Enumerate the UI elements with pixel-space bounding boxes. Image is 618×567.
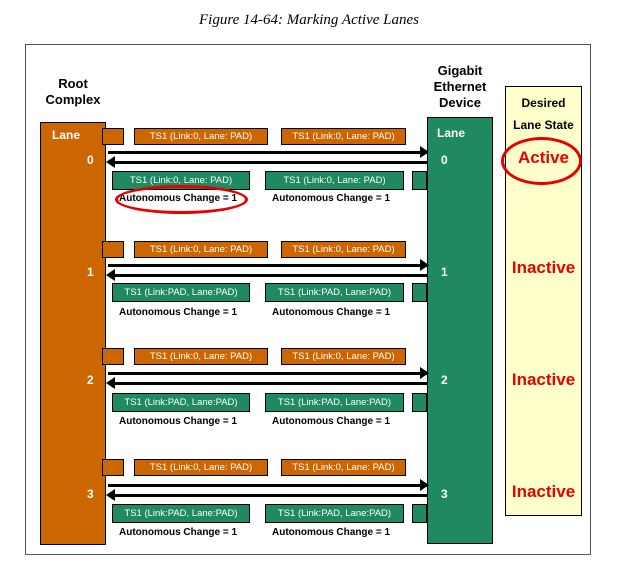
lane0-tx-partial-box <box>102 128 124 145</box>
lane0-rx-arrowhead <box>106 156 115 168</box>
lane1-tx-box-2: TS1 (Link:0, Lane: PAD) <box>281 241 406 258</box>
lane3-tx-box-2: TS1 (Link:0, Lane: PAD) <box>281 459 406 476</box>
lane1-rx-partial-box <box>412 283 427 302</box>
lane3-device-number: 3 <box>441 487 448 501</box>
lane2-autonomous-change-1: Autonomous Change = 1 <box>119 416 238 427</box>
lane0-autonomous-change-2: Autonomous Change = 1 <box>272 193 391 204</box>
lane1-tx-arrowhead <box>420 259 429 271</box>
lane3-tx-line <box>108 484 427 487</box>
device-title-line2: Ethernet <box>433 79 487 94</box>
lane0-rc-number: 0 <box>87 153 94 167</box>
lane3-rx-partial-box <box>412 504 427 523</box>
active-state-highlight-ellipse <box>501 137 582 185</box>
lane3-rx-arrowhead <box>106 489 115 501</box>
lane2-autonomous-change-2: Autonomous Change = 1 <box>272 416 391 427</box>
lane1-device-number: 1 <box>441 265 448 279</box>
diagram-frame <box>25 44 591 555</box>
lane0-rx-partial-box <box>412 171 427 190</box>
autonomous-change-highlight-ellipse <box>115 185 248 214</box>
lane2-state: Inactive <box>511 370 576 389</box>
device-title: Gigabit Ethernet Device <box>420 63 500 111</box>
lane3-rc-number: 3 <box>87 487 94 501</box>
lane2-rx-partial-box <box>412 393 427 412</box>
lane2-tx-box-2: TS1 (Link:0, Lane: PAD) <box>281 348 406 365</box>
lane3-tx-arrowhead <box>420 479 429 491</box>
lane3-tx-partial-box <box>102 459 124 476</box>
lane3-tx-box-1: TS1 (Link:0, Lane: PAD) <box>134 459 268 476</box>
root-complex-column <box>40 122 106 545</box>
device-title-line1: Gigabit <box>437 63 483 78</box>
lane2-rx-box-1: TS1 (Link:PAD, Lane:PAD) <box>112 393 250 412</box>
lane0-tx-box-2: TS1 (Link:0, Lane: PAD) <box>281 128 406 145</box>
lane3-state: Inactive <box>511 482 576 501</box>
root-complex-title-line2: Complex <box>45 92 101 107</box>
lane2-tx-partial-box <box>102 348 124 365</box>
root-complex-title-line1: Root <box>58 76 88 91</box>
lane3-autonomous-change-1: Autonomous Change = 1 <box>119 527 238 538</box>
lane2-rc-number: 2 <box>87 373 94 387</box>
lane2-rx-line <box>115 382 427 385</box>
lane1-tx-partial-box <box>102 241 124 258</box>
lane1-tx-box-1: TS1 (Link:0, Lane: PAD) <box>134 241 268 258</box>
lane1-rx-arrowhead <box>106 269 115 281</box>
lane1-rx-box-2: TS1 (Link:PAD, Lane:PAD) <box>265 283 404 302</box>
lane1-rx-box-1: TS1 (Link:PAD, Lane:PAD) <box>112 283 250 302</box>
lane2-rx-box-2: TS1 (Link:PAD, Lane:PAD) <box>265 393 404 412</box>
device-title-line3: Device <box>439 95 481 110</box>
lane0-tx-box-1: TS1 (Link:0, Lane: PAD) <box>134 128 268 145</box>
lane0-tx-arrowhead <box>420 146 429 158</box>
lane2-device-number: 2 <box>441 373 448 387</box>
lane1-state: Inactive <box>511 258 576 277</box>
lane3-rx-line <box>115 494 427 497</box>
lane2-rx-arrowhead <box>106 377 115 389</box>
lane0-rx-line <box>115 161 427 164</box>
device-column <box>427 117 493 544</box>
lane2-tx-box-1: TS1 (Link:0, Lane: PAD) <box>134 348 268 365</box>
lane1-tx-line <box>108 264 427 267</box>
lane1-autonomous-change-1: Autonomous Change = 1 <box>119 307 238 318</box>
lane3-rx-box-2: TS1 (Link:PAD, Lane:PAD) <box>265 504 404 523</box>
lane1-rx-line <box>115 274 427 277</box>
lane-state-title-line1: Desired <box>521 96 566 110</box>
lane-state-title-line2: Lane State <box>513 118 574 132</box>
lane1-autonomous-change-2: Autonomous Change = 1 <box>272 307 391 318</box>
root-complex-title: Root Complex <box>38 76 108 108</box>
lane0-tx-line <box>108 151 427 154</box>
lane3-rx-box-1: TS1 (Link:PAD, Lane:PAD) <box>112 504 250 523</box>
lane3-autonomous-change-2: Autonomous Change = 1 <box>272 527 391 538</box>
lane0-device-number: 0 <box>441 153 448 167</box>
figure-caption: Figure 14-64: Marking Active Lanes <box>199 12 419 28</box>
lane-state-title: Desired Lane State <box>505 92 582 136</box>
lane0-rx-box-2: TS1 (Link:0, Lane: PAD) <box>265 171 404 190</box>
root-complex-lane-label: Lane <box>52 128 81 142</box>
lane2-tx-arrowhead <box>420 367 429 379</box>
lane2-tx-line <box>108 372 427 375</box>
device-lane-label: Lane <box>437 126 466 140</box>
lane1-rc-number: 1 <box>87 265 94 279</box>
